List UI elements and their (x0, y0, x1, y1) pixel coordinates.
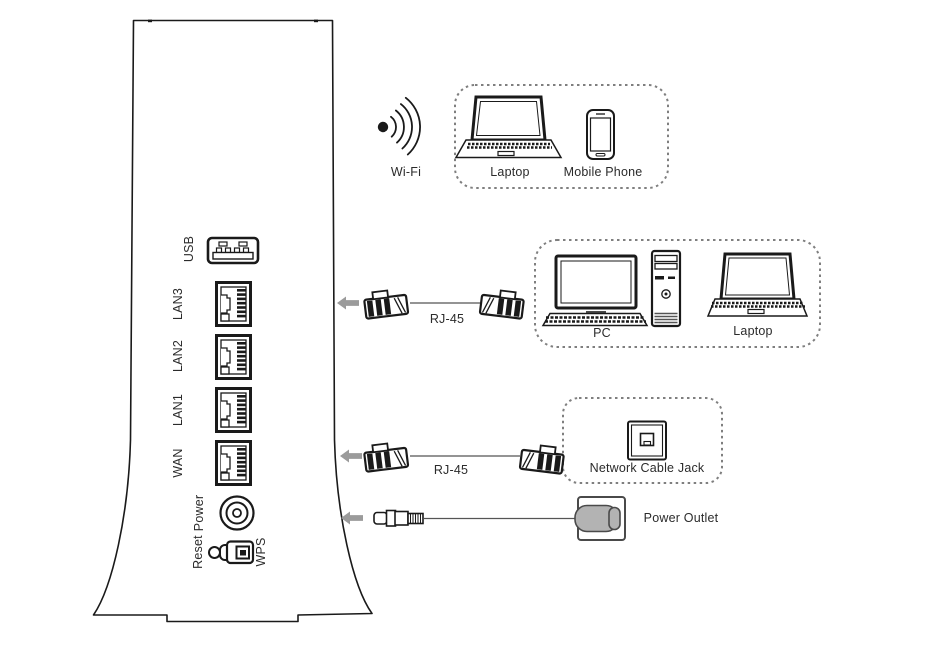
rj45-plug-icon (362, 287, 410, 320)
wan-port-jack (215, 440, 252, 486)
pc-label: PC (593, 326, 611, 340)
arrow-left-icon (340, 449, 362, 463)
lan-devices-group-box (534, 239, 821, 348)
usb-port (206, 236, 260, 265)
wifi-icon (377, 96, 421, 156)
wps-switch (219, 540, 255, 565)
port-label-lan2: LAN2 (171, 339, 185, 373)
rj45-cable-label: RJ-45 (433, 463, 469, 477)
wall-jack-icon (627, 420, 667, 461)
arrow-left-icon (337, 296, 359, 310)
port-label-power: Power (192, 494, 206, 532)
port-label-wan: WAN (171, 448, 185, 478)
rj45-plug-icon (518, 442, 566, 475)
wall-jack-group-box (562, 397, 723, 484)
network-cable-jack-label: Network Cable Jack (589, 461, 705, 475)
power-outlet-icon (574, 496, 626, 541)
pc-monitor-icon (541, 254, 649, 327)
arrow-left-icon (341, 511, 363, 525)
port-label-reset: Reset (191, 535, 205, 569)
lan2-port-jack (215, 334, 252, 380)
rj45-plug-icon (362, 440, 410, 473)
laptop-label: Laptop (490, 165, 530, 179)
mobile-phone-label: Mobile Phone (563, 165, 643, 179)
lan3-port-jack (215, 281, 252, 327)
power-outlet-label: Power Outlet (643, 511, 719, 525)
port-label-lan1: LAN1 (171, 393, 185, 427)
rj45-cable-label: RJ-45 (429, 312, 465, 326)
laptop-icon (454, 95, 563, 159)
lan1-port-jack (215, 387, 252, 433)
rj45-plug-icon (478, 287, 526, 320)
port-label-lan3: LAN3 (171, 287, 185, 321)
power-connector (219, 495, 255, 531)
mobile-phone-icon (586, 109, 615, 160)
reset-button (208, 546, 221, 559)
wifi-label: Wi-Fi (390, 165, 422, 179)
dc-plug-icon (373, 509, 424, 527)
laptop-icon (706, 252, 809, 317)
wifi-devices-group-box (454, 84, 669, 189)
port-label-wps: WPS (254, 537, 268, 567)
pc-tower-icon (650, 249, 682, 328)
laptop-label: Laptop (733, 324, 773, 338)
port-label-usb: USB (182, 235, 196, 263)
